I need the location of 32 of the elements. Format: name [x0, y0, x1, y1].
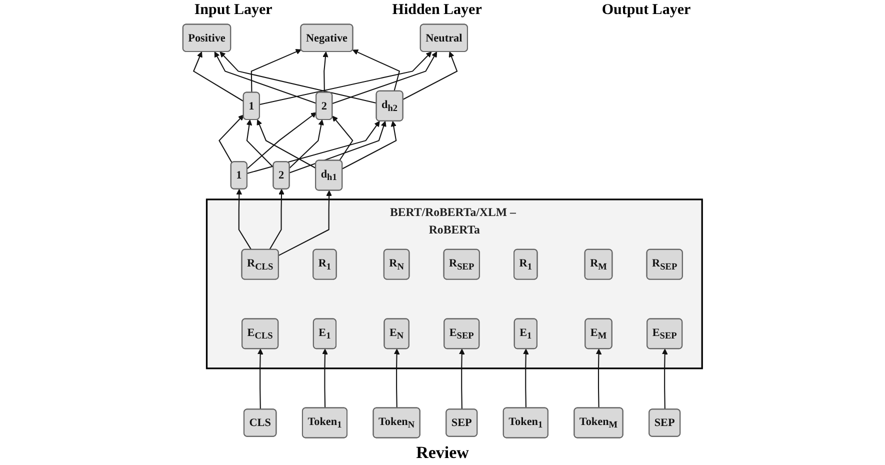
- arrow: [220, 52, 377, 104]
- arrow: [260, 52, 432, 105]
- layer-heading: Input Layer: [194, 2, 272, 19]
- arrow: [257, 348, 264, 410]
- arrow: [218, 114, 244, 164]
- layer-heading: Hidden Layer: [392, 2, 482, 19]
- arrow: [278, 190, 332, 256]
- layer-heading: Output Layer: [602, 2, 691, 19]
- arrow: [352, 50, 400, 92]
- arrow: [596, 348, 602, 408]
- arrow: [269, 188, 284, 250]
- arrow: [522, 348, 529, 408]
- arrow: [458, 348, 465, 410]
- arrow: [662, 348, 668, 410]
- arrow: [236, 188, 252, 250]
- arrow: [402, 52, 458, 100]
- input-caption: Review: [416, 443, 469, 462]
- arrow: [289, 120, 324, 168]
- arrow: [246, 112, 317, 170]
- arrow: [332, 52, 438, 104]
- arrow: [342, 120, 397, 170]
- arrow: [247, 120, 380, 174]
- arrow: [214, 52, 317, 104]
- arrow: [322, 348, 328, 408]
- arrow: [394, 348, 400, 408]
- arrow: [256, 119, 316, 169]
- arrow: [250, 49, 302, 93]
- arrow: [322, 52, 328, 93]
- arrow: [289, 120, 386, 174]
- arrow: [192, 52, 244, 102]
- arrow: [246, 120, 274, 168]
- arrow: [332, 116, 354, 161]
